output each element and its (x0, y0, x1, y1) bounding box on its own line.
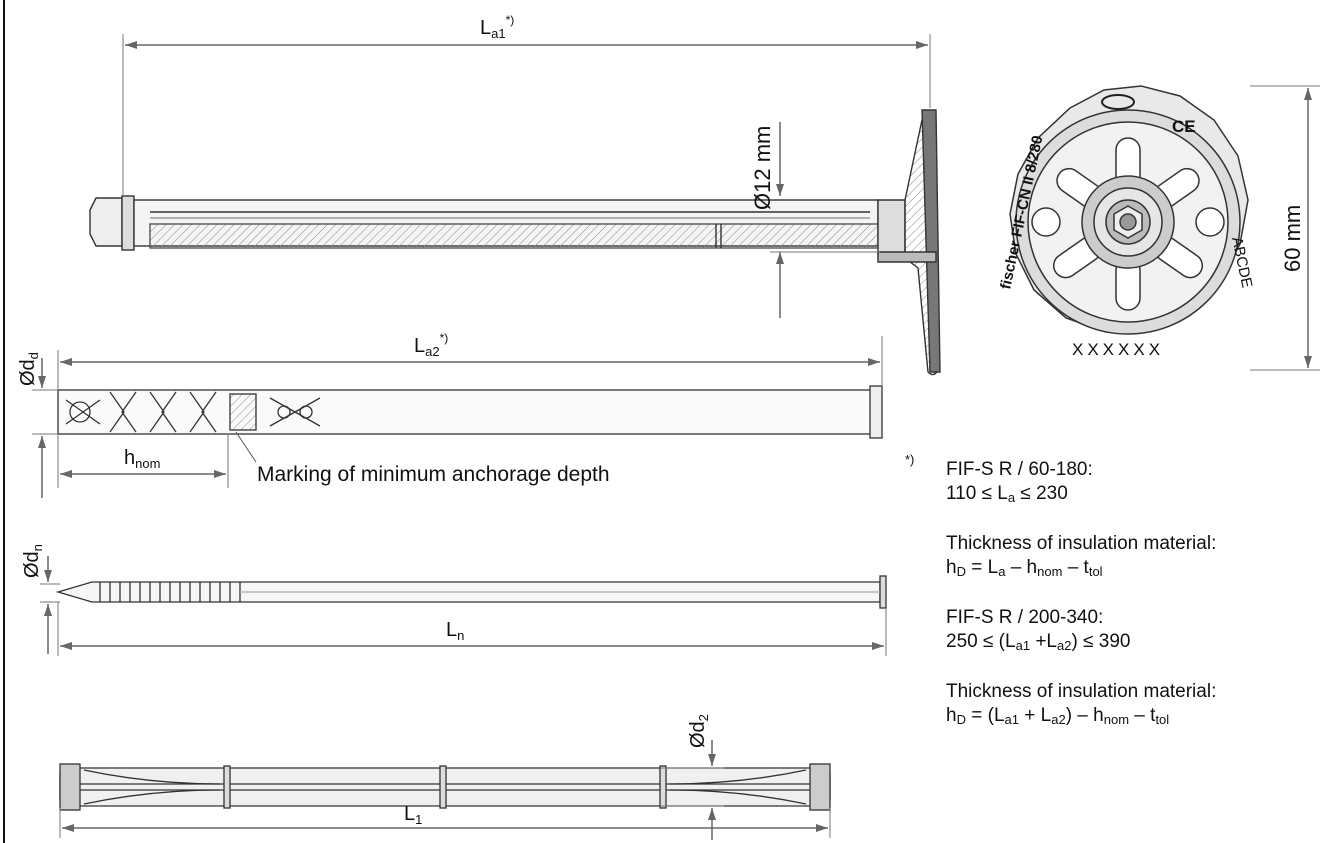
note-line-8: hD = (La1 + La2) – hnom – ttol (946, 705, 1170, 727)
note-line-6: 250 ≤ (La1 +La2) ≤ 390 (946, 631, 1131, 653)
plate-anchor-side-view (89, 109, 941, 376)
spacer-sleeve (59, 763, 831, 811)
footnote-marker: *) (905, 452, 915, 467)
label-60mm: 60 mm (1280, 205, 1305, 272)
label-la1: La1*) (480, 13, 514, 41)
note-line-4: hD = La – hnom – ttol (946, 557, 1103, 579)
fish-logo-icon (1101, 94, 1135, 110)
label-marking: Marking of minimum anchorage depth (257, 463, 610, 486)
label-dn: Ødn (21, 544, 45, 578)
note-line-3: Thickness of insulation material: (946, 533, 1217, 554)
label-d2: Ød2 (687, 714, 711, 748)
note-line-2: 110 ≤ La ≤ 230 (946, 483, 1068, 505)
label-ln: Ln (446, 619, 464, 643)
note-line-5: FIF-S R / 200-340: (946, 607, 1104, 628)
note-line-7: Thickness of insulation material: (946, 681, 1217, 702)
notes-block: FIF-S R / 60-180: 110 ≤ La ≤ 230 Thickne… (946, 458, 1330, 728)
label-diameter-12mm: Ø12 mm (750, 126, 775, 210)
label-la2: La2*) (414, 331, 448, 359)
note-line-1: FIF-S R / 60-180: (946, 459, 1093, 480)
plate-x-marks: XXXXXX (1072, 340, 1164, 359)
ce-mark-icon: CE (1172, 117, 1196, 136)
label-dd: Ødd (17, 352, 41, 386)
expansion-nail (55, 575, 887, 609)
label-hnom: hnom (124, 447, 160, 471)
plate-front-view (1009, 85, 1249, 335)
dowel-sleeve (57, 385, 883, 439)
label-l1: L1 (404, 803, 422, 827)
